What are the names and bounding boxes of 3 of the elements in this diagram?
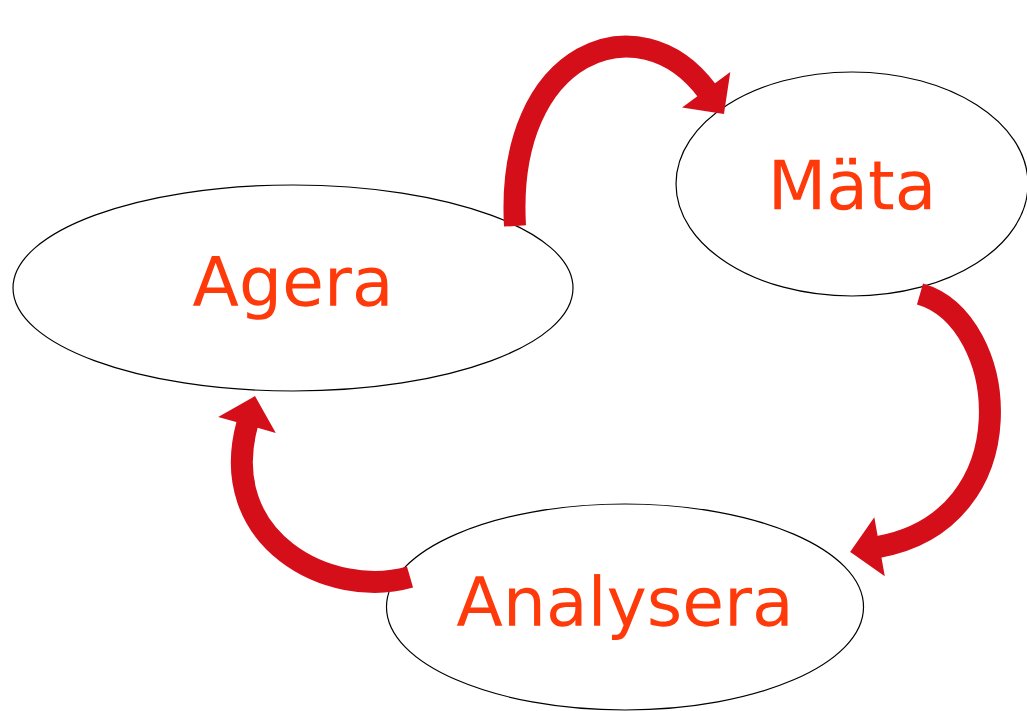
curved-arrow (504, 35, 731, 227)
ellipse-node: Analysera (385, 503, 865, 711)
ellipse-node: Agera (12, 184, 574, 392)
